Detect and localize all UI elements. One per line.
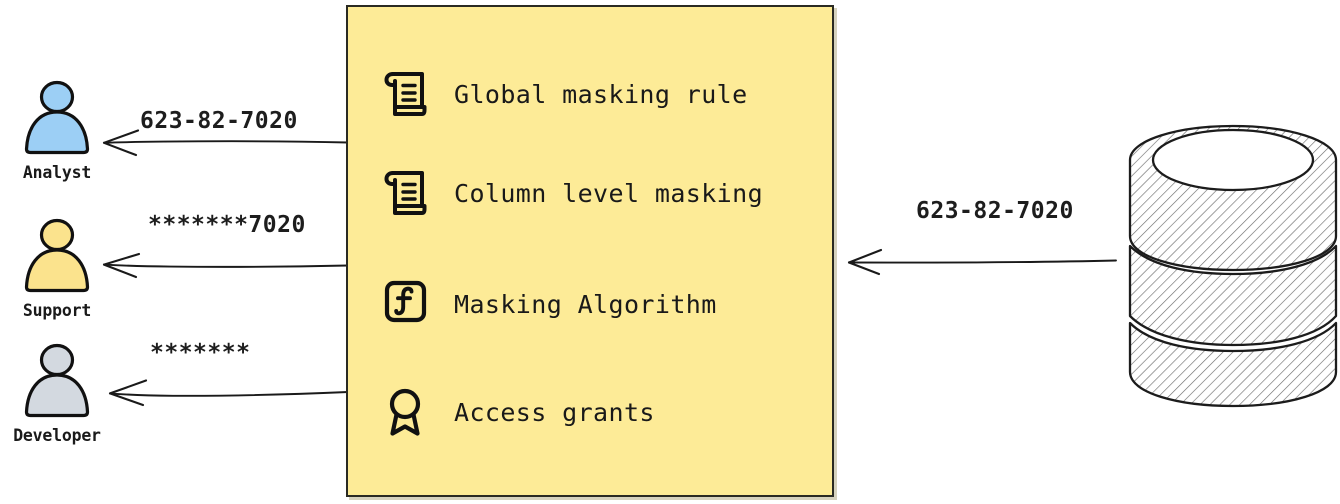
policy-item-label: Column level masking <box>454 178 764 208</box>
policy-item-masking-algorithm[interactable]: Masking Algorithm <box>382 279 717 329</box>
arrow-left-icon <box>102 252 349 279</box>
arrow-left-icon <box>102 129 349 157</box>
scroll-icon <box>384 171 427 215</box>
actor-support[interactable]: Support <box>2 218 112 320</box>
award-icon <box>389 388 421 436</box>
flow-label-analyst: 623-82-7020 <box>140 108 298 134</box>
scroll-icon <box>384 72 427 116</box>
policy-item-label: Global masking rule <box>454 79 748 109</box>
arrow-left-icon <box>108 379 349 407</box>
policy-list: Global masking rule Column level masking <box>348 7 832 495</box>
actor-label: Developer <box>13 426 101 445</box>
policy-panel: Global masking rule Column level masking <box>346 5 834 497</box>
policy-item-label: Access grants <box>454 397 655 427</box>
policy-item-label: Masking Algorithm <box>454 289 717 319</box>
policy-item-column-level-masking[interactable]: Column level masking <box>382 168 763 218</box>
actor-developer[interactable]: Developer <box>2 343 112 445</box>
actor-analyst[interactable]: Analyst <box>2 80 112 182</box>
flow-label-support: *******7020 <box>148 212 306 238</box>
flow-label-developer: ******* <box>150 340 251 366</box>
actor-label: Support <box>22 301 92 320</box>
database-cylinder-icon <box>1128 124 1338 408</box>
function-icon <box>384 280 427 323</box>
person-icon <box>24 80 90 155</box>
db-segment-top <box>1130 126 1336 270</box>
arrow-left-icon <box>847 248 1117 276</box>
person-icon <box>24 343 90 418</box>
actor-label: Analyst <box>22 163 92 182</box>
policy-item-access-grants[interactable]: Access grants <box>382 387 655 437</box>
person-icon <box>24 218 90 293</box>
policy-item-global-masking-rule[interactable]: Global masking rule <box>382 69 748 119</box>
flow-label-database: 623-82-7020 <box>916 198 1074 224</box>
